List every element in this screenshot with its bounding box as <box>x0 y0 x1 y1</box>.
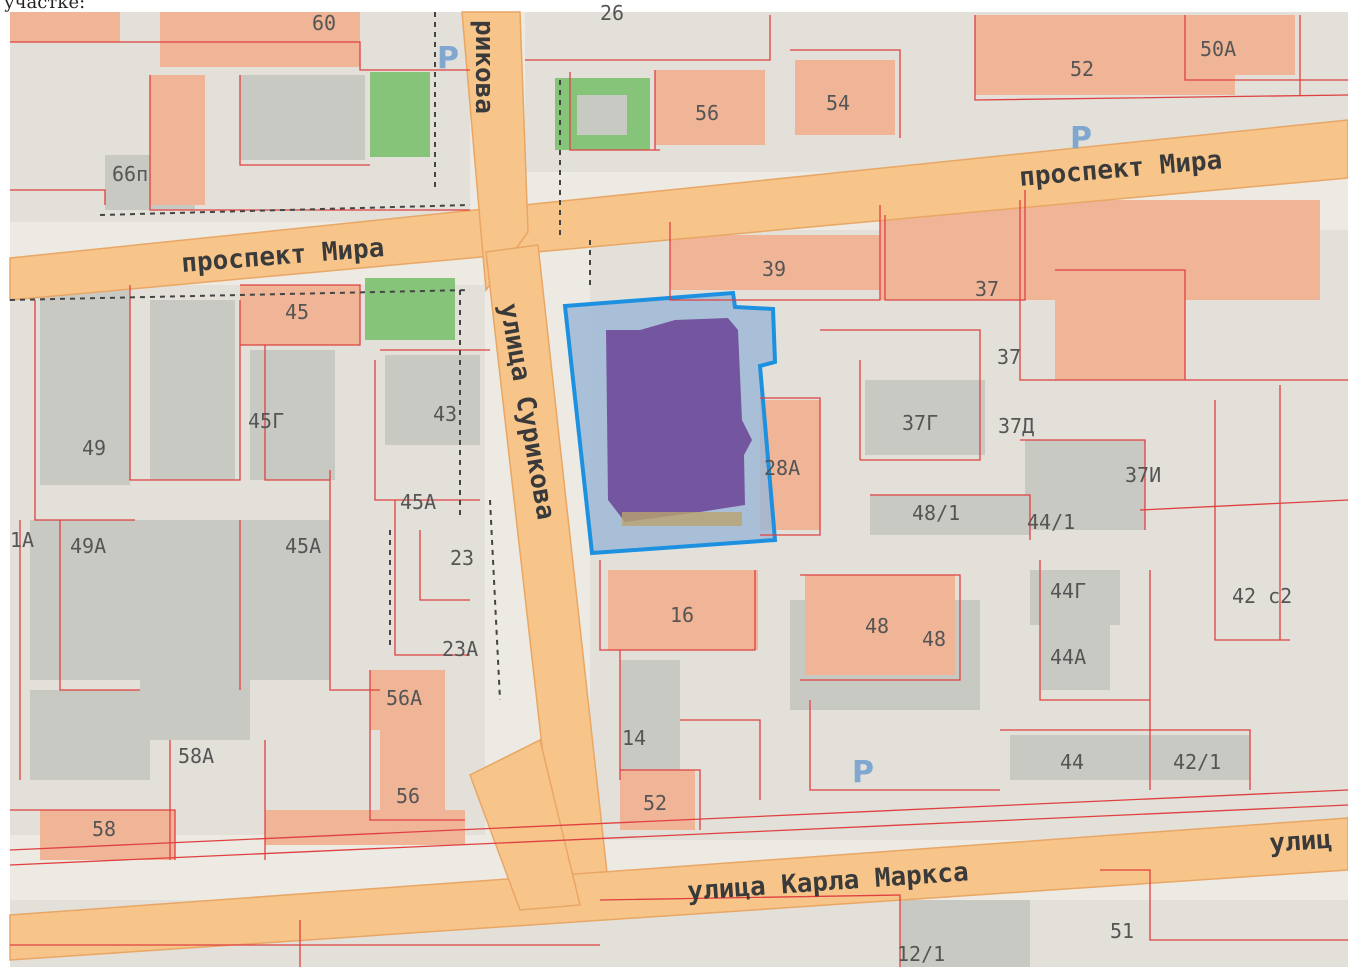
house-number: 51 <box>1110 919 1134 943</box>
house-number: 49 <box>82 436 106 460</box>
house-number: 16 <box>670 603 694 627</box>
house-number: 14 <box>622 726 646 750</box>
house-number: 37 <box>997 345 1021 369</box>
house-number: 37 <box>975 277 999 301</box>
house-number: 44А <box>1050 645 1086 669</box>
house-number: 44Г <box>1050 579 1086 603</box>
house-number: 42/1 <box>1173 750 1221 774</box>
house-number: 54 <box>826 91 850 115</box>
house-number: 48 <box>922 627 946 651</box>
house-number: 43 <box>433 402 457 426</box>
page-caption: участке: <box>4 0 85 13</box>
house-number: 48/1 <box>912 501 960 525</box>
house-number: 48 <box>865 614 889 638</box>
house-number: 42 с2 <box>1232 584 1292 608</box>
cadastral-lines <box>9 15 1348 967</box>
house-number: 58 <box>92 817 116 841</box>
house-number: 52 <box>1070 57 1094 81</box>
house-number: 45Г <box>248 409 284 433</box>
house-number: 49А <box>70 534 106 558</box>
house-number: 45 <box>285 300 309 324</box>
street-label-marx-cut: улиц <box>1268 825 1333 859</box>
street-label-surikova-top: рикова <box>469 20 499 114</box>
house-number: 50А <box>1200 37 1236 61</box>
house-number: 58А <box>178 744 214 768</box>
house-number: 37И <box>1125 463 1161 487</box>
house-number: 56 <box>396 784 420 808</box>
house-number: 23А <box>442 637 478 661</box>
house-number: 28А <box>764 456 800 480</box>
house-number: 45А <box>400 490 436 514</box>
house-number: 52 <box>643 791 667 815</box>
selected-parcel[interactable] <box>562 290 778 556</box>
parking-label-1: P <box>437 41 459 76</box>
house-number: 26 <box>600 1 624 25</box>
house-number: 23 <box>450 546 474 570</box>
orange-buildings <box>10 12 1320 860</box>
house-number: 56А <box>386 686 422 710</box>
house-number: 44 <box>1060 750 1084 774</box>
selected-building[interactable] <box>606 318 752 522</box>
house-number: 37Г <box>902 411 938 435</box>
parking-label-2: P <box>1070 121 1092 156</box>
green-areas <box>365 72 650 340</box>
house-number: 66п <box>112 162 148 186</box>
house-number: 37Д <box>998 414 1034 438</box>
house-number: 44/1 <box>1027 510 1075 534</box>
house-number: 60 <box>312 11 336 35</box>
footpaths <box>9 12 591 701</box>
house-number: 45А <box>285 534 321 558</box>
house-number: 1А <box>10 528 34 552</box>
house-number: 56 <box>695 101 719 125</box>
house-number: 12/1 <box>897 942 945 966</box>
house-numbers: 60 26 56 54 52 50А 66п 39 37 37 45 45Г 4… <box>10 1 1292 966</box>
house-number: 39 <box>762 257 786 281</box>
parking-label-3: P <box>852 755 874 790</box>
